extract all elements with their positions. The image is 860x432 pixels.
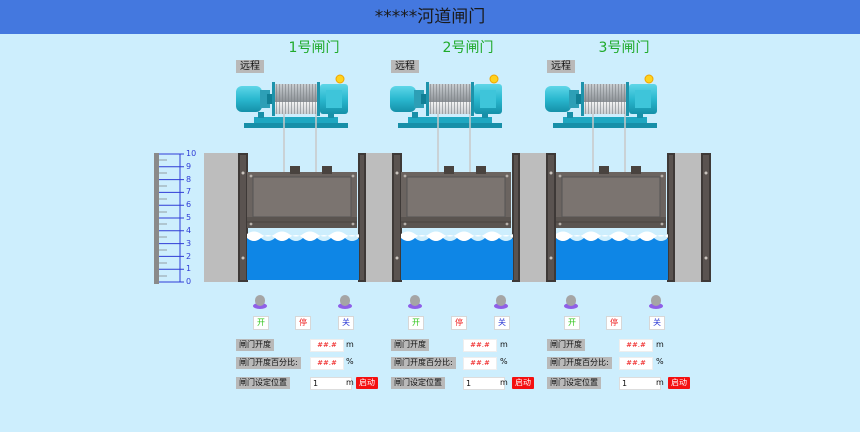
gate-3-percent-label: 闸门开度百分比: bbox=[547, 357, 612, 369]
ruler-label: 8 bbox=[186, 175, 192, 184]
gate-1-percent-value: ##.# bbox=[310, 357, 344, 370]
gate-3-opening-unit: m bbox=[656, 340, 664, 349]
gate-1-opening-value: ##.# bbox=[310, 339, 344, 352]
ruler-label: 1 bbox=[186, 264, 192, 273]
gate-2-close-button[interactable]: 关 bbox=[494, 316, 510, 330]
gate-2-setpoint-label: 闸门设定位置 bbox=[391, 377, 445, 389]
ruler-label: 0 bbox=[186, 277, 192, 286]
gate-1-open-button[interactable]: 开 bbox=[253, 316, 269, 330]
gate-3-stop-button[interactable]: 停 bbox=[606, 316, 622, 330]
gate-2-percent-unit: % bbox=[500, 357, 508, 366]
gate-2-title: 2号闸门 bbox=[442, 40, 494, 56]
gate-2-open-indicator-icon bbox=[407, 292, 423, 310]
gate-2-close-indicator-icon bbox=[493, 292, 509, 310]
gate-2-setpoint-input[interactable]: 1 bbox=[463, 377, 505, 390]
gate-2-opening-unit: m bbox=[500, 340, 508, 349]
gate-2-setpoint-unit: m bbox=[500, 378, 508, 387]
ruler-label: 3 bbox=[186, 239, 192, 248]
gate-2-open-button[interactable]: 开 bbox=[408, 316, 424, 330]
ruler-label: 9 bbox=[186, 162, 192, 171]
gate-3-setpoint-label: 闸门设定位置 bbox=[547, 377, 601, 389]
gate-3-setpoint-unit: m bbox=[656, 378, 664, 387]
gate-2-percent-label: 闸门开度百分比: bbox=[391, 357, 456, 369]
gate-3-percent-unit: % bbox=[656, 357, 664, 366]
ruler-label: 2 bbox=[186, 252, 192, 261]
gate-1-percent-unit: % bbox=[346, 357, 354, 366]
gate-1-opening-unit: m bbox=[346, 340, 354, 349]
gate-2-start-button[interactable]: 启动 bbox=[512, 377, 534, 389]
gate-3-open-indicator-icon bbox=[563, 292, 579, 310]
gate-3-mode-badge[interactable]: 远程 bbox=[547, 60, 575, 73]
gate-1-stop-button[interactable]: 停 bbox=[295, 316, 311, 330]
gate-1-close-indicator-icon bbox=[337, 292, 353, 310]
gate-2-stop-button[interactable]: 停 bbox=[451, 316, 467, 330]
ruler-label: 10 bbox=[186, 149, 197, 158]
gate-1-percent-label: 闸门开度百分比: bbox=[236, 357, 301, 369]
page-title: *****河道闸门 bbox=[374, 7, 486, 27]
gate-3-open-button[interactable]: 开 bbox=[564, 316, 580, 330]
ruler-label: 7 bbox=[186, 187, 192, 196]
gate-1-title: 1号闸门 bbox=[288, 40, 340, 56]
gate-3-title: 3号闸门 bbox=[598, 40, 650, 56]
gate-2-mode-badge[interactable]: 远程 bbox=[391, 60, 419, 73]
gate-3-close-indicator-icon bbox=[648, 292, 664, 310]
gate-2-opening-label: 闸门开度 bbox=[391, 339, 429, 351]
gate-3-opening-value: ##.# bbox=[619, 339, 653, 352]
ruler-label: 6 bbox=[186, 200, 192, 209]
gate-1-opening-label: 闸门开度 bbox=[236, 339, 274, 351]
water-level-ruler bbox=[154, 153, 159, 284]
ruler-label: 5 bbox=[186, 213, 192, 222]
gate-1-open-indicator-icon bbox=[252, 292, 268, 310]
gate-2-percent-value: ##.# bbox=[463, 357, 497, 370]
gate-3-close-button[interactable]: 关 bbox=[649, 316, 665, 330]
gate-1-setpoint-unit: m bbox=[346, 378, 354, 387]
gate-3-setpoint-input[interactable]: 1 bbox=[619, 377, 661, 390]
gate-3-start-button[interactable]: 启动 bbox=[668, 377, 690, 389]
gate-3-percent-value: ##.# bbox=[619, 357, 653, 370]
gate-1-setpoint-input[interactable]: 1 bbox=[310, 377, 352, 390]
gate-1-setpoint-label: 闸门设定位置 bbox=[236, 377, 290, 389]
gate-1-start-button[interactable]: 启动 bbox=[356, 377, 378, 389]
page-header: *****河道闸门 bbox=[0, 0, 860, 34]
gate-1-mode-badge[interactable]: 远程 bbox=[236, 60, 264, 73]
ruler-label: 4 bbox=[186, 226, 192, 235]
gate-3-opening-label: 闸门开度 bbox=[547, 339, 585, 351]
gate-2-opening-value: ##.# bbox=[463, 339, 497, 352]
gate-1-close-button[interactable]: 关 bbox=[338, 316, 354, 330]
